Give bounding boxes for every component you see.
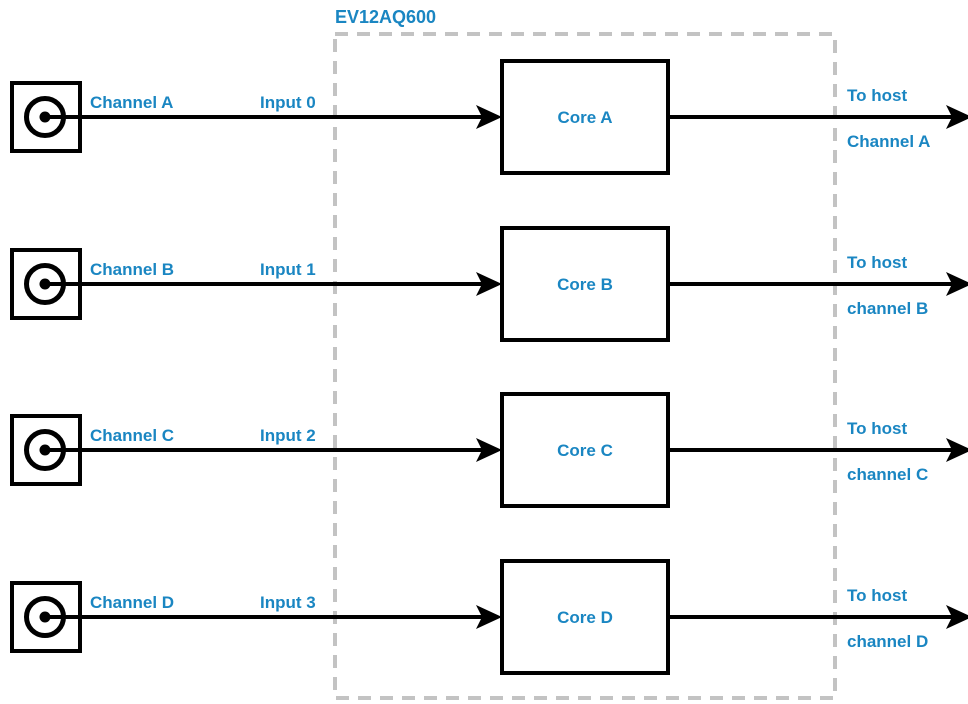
input-label: Input 1 bbox=[260, 260, 316, 279]
output-label-line1: To host bbox=[847, 586, 907, 605]
output-arrowhead bbox=[946, 272, 968, 296]
core-block bbox=[500, 226, 670, 342]
channel-row-b: Core B Channel B Input 1 To host channel… bbox=[10, 226, 968, 342]
core-label: Core C bbox=[557, 441, 613, 460]
output-arrowhead bbox=[946, 105, 968, 129]
input-label: Input 3 bbox=[260, 593, 316, 612]
output-label-line2: channel D bbox=[847, 632, 928, 651]
output-arrowhead bbox=[946, 438, 968, 462]
output-label-line1: To host bbox=[847, 419, 907, 438]
output-label-line2: Channel A bbox=[847, 132, 930, 151]
core-label: Core A bbox=[557, 108, 612, 127]
input-label: Input 2 bbox=[260, 426, 316, 445]
channel-row-d: Core D Channel D Input 3 To host channel… bbox=[10, 559, 968, 675]
chip-boundary bbox=[333, 32, 837, 700]
output-label-line2: channel C bbox=[847, 465, 928, 484]
core-label: Core B bbox=[557, 275, 613, 294]
input-arrowhead bbox=[476, 272, 502, 296]
output-label-line2: channel B bbox=[847, 299, 928, 318]
core-block bbox=[500, 559, 670, 675]
input-arrowhead bbox=[476, 105, 502, 129]
input-label: Input 0 bbox=[260, 93, 316, 112]
output-label-line1: To host bbox=[847, 86, 907, 105]
output-arrowhead bbox=[946, 605, 968, 629]
input-arrowhead bbox=[476, 605, 502, 629]
input-arrowhead bbox=[476, 438, 502, 462]
chip-title: EV12AQ600 bbox=[335, 7, 436, 27]
connector-label: Channel D bbox=[90, 593, 174, 612]
connector-label: Channel C bbox=[90, 426, 174, 445]
connector-label: Channel B bbox=[90, 260, 174, 279]
connector-label: Channel A bbox=[90, 93, 173, 112]
channel-row-c: Core C Channel C Input 2 To host channel… bbox=[10, 392, 968, 508]
channel-row-a: Core A Channel A Input 0 To host Channel… bbox=[10, 59, 968, 175]
core-label: Core D bbox=[557, 608, 613, 627]
output-label-line1: To host bbox=[847, 253, 907, 272]
